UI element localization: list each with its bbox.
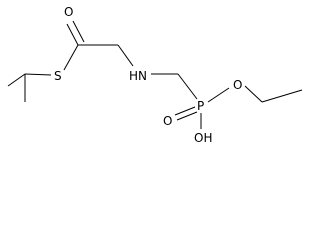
bond-ch2-nh [117,44,134,67]
phosphorus-label: P [197,99,204,113]
bond-c-o-double-1 [66,23,79,46]
bond-ch2-ch3 [261,89,303,103]
ester-oxygen-label: O [233,78,242,92]
bond-p-o-double-1 [174,106,196,116]
carbonyl-oxygen-label: O [64,5,73,19]
atom-labels: O S HN O O P OH [54,5,242,145]
structure-diagram: O S HN O O P OH [7,5,303,145]
hydroxyl-oxygen-label: OH [194,131,212,145]
phosphoryl-oxygen-label: O [163,114,172,128]
bond-c-o-double-2 [72,20,85,43]
bond-ch-s [24,73,52,76]
bond-o-ch2 [244,85,263,103]
bond-p-o-ester [207,87,230,103]
bond-ch3-ch-left [7,73,26,87]
amine-nitrogen-label: HN [129,69,147,83]
bonds [7,20,303,129]
bond-p-o-double-2 [176,111,198,121]
thioester-sulfur-label: S [54,69,62,83]
bond-ch2-p [177,73,198,100]
bond-s-carbonyl-c [63,44,79,71]
